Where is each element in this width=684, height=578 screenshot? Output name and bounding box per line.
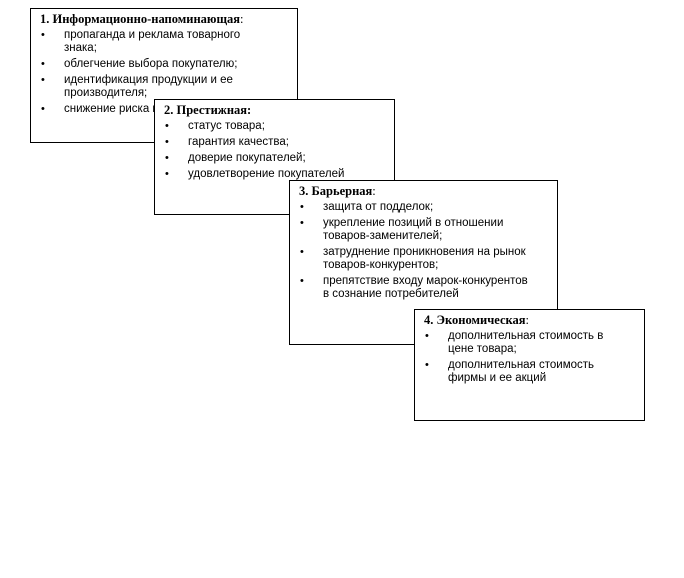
list-item: •затруднение проникновения на рынок това… bbox=[300, 246, 526, 271]
bullet-icon: • bbox=[165, 120, 169, 132]
function-card-economic: 4. Экономическая: •дополнительная стоимо… bbox=[414, 309, 645, 421]
bullet-icon: • bbox=[41, 74, 45, 86]
bullet-icon: • bbox=[165, 152, 169, 164]
bullet-icon: • bbox=[41, 29, 45, 41]
list-item: •идентификация продукции и ее производит… bbox=[41, 74, 233, 99]
list-item: •пропаганда и реклама товарного знака; bbox=[41, 29, 241, 54]
card-title: 1. Информационно-напоминающая: bbox=[40, 12, 244, 26]
function-list: •защита от подделок; •укрепление позиций… bbox=[299, 201, 549, 301]
bullet-icon: • bbox=[165, 168, 169, 180]
list-item: •удовлетворение покупателей bbox=[165, 168, 345, 180]
bullet-icon: • bbox=[300, 246, 304, 258]
list-item: •препятствие входу марок-конкурентов в с… bbox=[300, 275, 528, 300]
bullet-icon: • bbox=[300, 217, 304, 229]
bullet-icon: • bbox=[165, 136, 169, 148]
bullet-icon: • bbox=[41, 58, 45, 70]
card-title: 4. Экономическая: bbox=[424, 313, 530, 327]
list-item: •дополнительная стоимость в цене товара; bbox=[425, 330, 604, 355]
bullet-icon: • bbox=[300, 275, 304, 287]
bullet-icon: • bbox=[41, 103, 45, 115]
list-item: •статус товара; bbox=[165, 120, 265, 132]
bullet-icon: • bbox=[425, 359, 429, 371]
list-item: •облегчение выбора покупателю; bbox=[41, 58, 238, 70]
list-item: •укрепление позиций в отношении товаров-… bbox=[300, 217, 504, 242]
list-item: •доверие покупателей; bbox=[165, 152, 306, 164]
bullet-icon: • bbox=[300, 201, 304, 213]
list-item: •защита от подделок; bbox=[300, 201, 434, 213]
function-list: •дополнительная стоимость в цене товара;… bbox=[424, 330, 636, 385]
list-item: •гарантия качества; bbox=[165, 136, 289, 148]
card-title: 2. Престижная: bbox=[164, 103, 252, 117]
card-title: 3. Барьерная: bbox=[299, 184, 376, 198]
bullet-icon: • bbox=[425, 330, 429, 342]
list-item: •дополнительная стоимость фирмы и ее акц… bbox=[425, 359, 595, 384]
function-list: •статус товара; •гарантия качества; •дов… bbox=[164, 120, 386, 181]
